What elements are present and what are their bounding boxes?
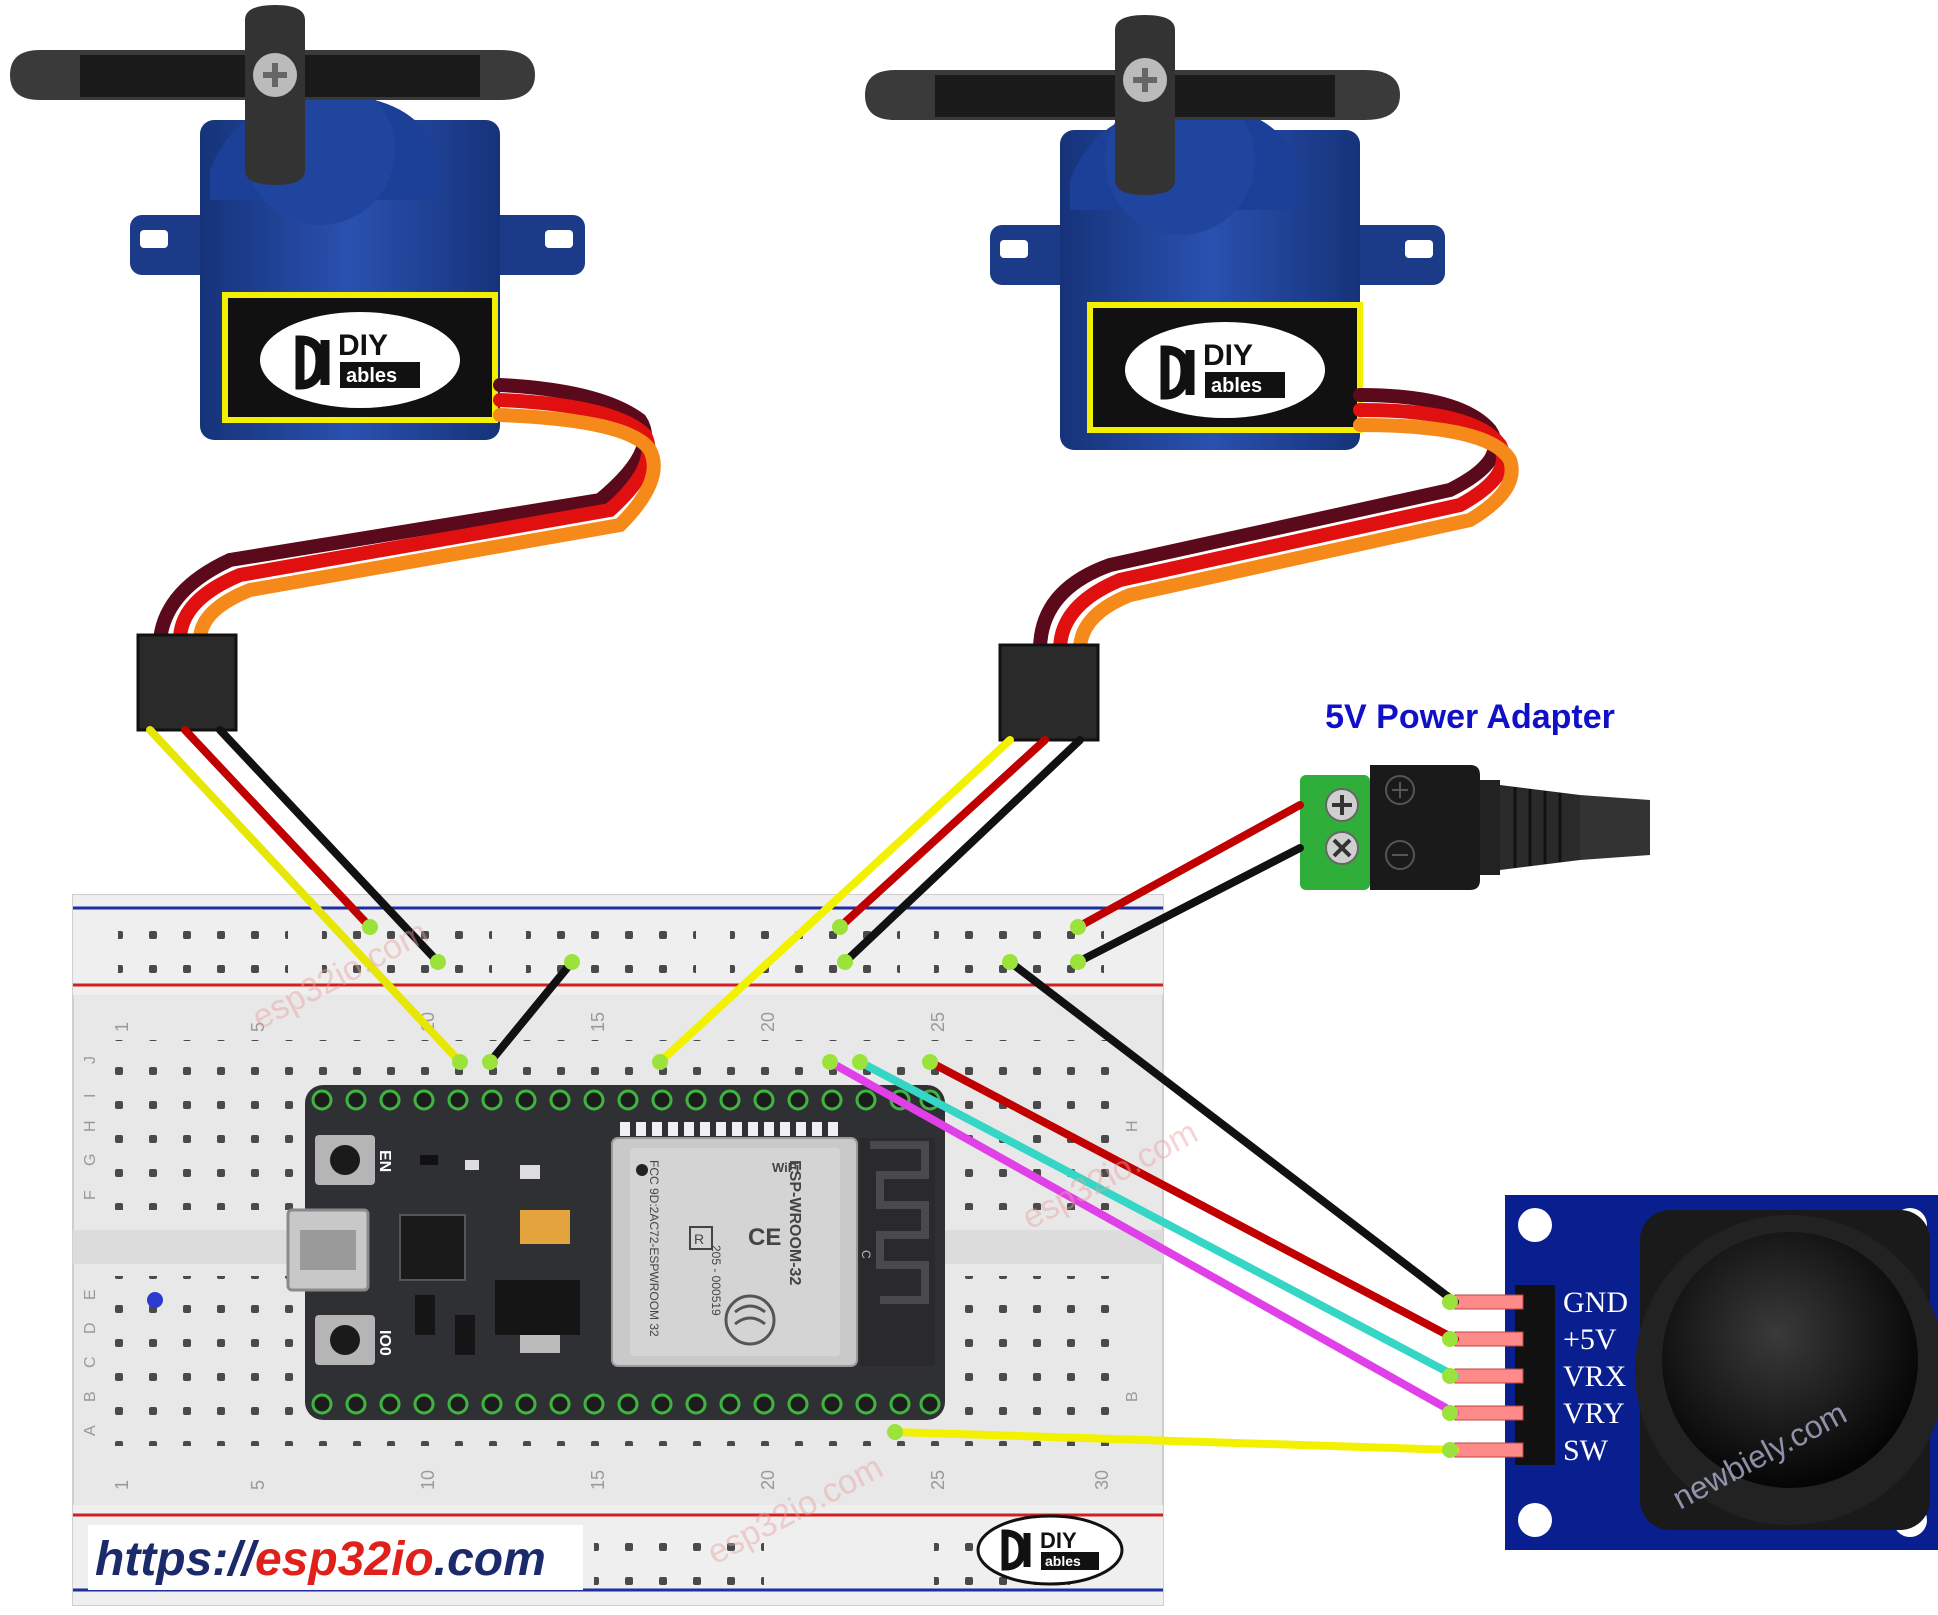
wire-adapter-negative bbox=[1074, 844, 1304, 966]
row-letter-j: J bbox=[82, 1056, 99, 1064]
tantalum-capacitor bbox=[520, 1210, 570, 1244]
servo-2-brand-bottom: ables bbox=[1211, 375, 1262, 397]
col-num-top-15: 15 bbox=[588, 1012, 608, 1032]
joystick-pin-labels: GND +5V VRX VRY SW bbox=[1563, 1286, 1628, 1467]
wire-joystick-5v bbox=[926, 1058, 1459, 1343]
row-letter-c: C bbox=[82, 1356, 99, 1368]
col-num-bottom-30: 30 bbox=[1092, 1470, 1112, 1490]
wire-joystick-sw bbox=[891, 1428, 1459, 1454]
wire-endpoints bbox=[362, 919, 1458, 1458]
connection-wires bbox=[146, 726, 1459, 1454]
url-text: https://esp32io.com bbox=[95, 1533, 546, 1586]
wire-servo2-ground bbox=[841, 736, 1084, 966]
row-letter-b-right: B bbox=[1124, 1391, 1141, 1402]
module-code: 205 - 000519 bbox=[709, 1245, 723, 1316]
module-id: FCC 9D:2AC72-ESPWROOM 32 bbox=[647, 1160, 661, 1337]
wire-ground-jumper bbox=[486, 958, 576, 1066]
wire-adapter-positive bbox=[1074, 801, 1304, 931]
col-num-top-1: 1 bbox=[112, 1022, 132, 1032]
row-letters: J I H G F E D C B A H B bbox=[82, 1056, 1141, 1436]
r-mark: R bbox=[694, 1231, 704, 1247]
ce-mark: CE bbox=[748, 1224, 781, 1251]
row-letter-i: I bbox=[82, 1094, 99, 1098]
servo-2-brand-top: DIY bbox=[1203, 339, 1253, 372]
esp32-board: EN IO0 ESP-WROOM-32 FCC 9D:2AC72-ESPWROO… bbox=[286, 1085, 945, 1420]
footer-url: https://esp32io.com bbox=[88, 1525, 583, 1590]
espressif-logo bbox=[724, 1294, 776, 1346]
servo-1-brand-top: DIY bbox=[338, 329, 388, 362]
pin-label-5v: +5V bbox=[1563, 1323, 1617, 1356]
servo-2-connector bbox=[998, 643, 1100, 742]
servo-2-red-wire bbox=[1053, 403, 1511, 657]
voltage-regulator bbox=[495, 1280, 580, 1335]
wire-joystick-vry bbox=[826, 1058, 1459, 1417]
wire-servo1-signal bbox=[146, 726, 464, 1066]
servo-cables bbox=[153, 378, 1519, 657]
pin-label-vry: VRY bbox=[1563, 1397, 1625, 1430]
wifi-logo: WiFi bbox=[772, 1160, 799, 1175]
row-letter-g: G bbox=[82, 1154, 99, 1166]
jack-body bbox=[1370, 765, 1480, 890]
servo-motor-2: DIY ables bbox=[865, 15, 1445, 450]
esp32-bottom-pins bbox=[311, 1393, 941, 1415]
power-adapter-title: 5V Power Adapter bbox=[1325, 698, 1615, 736]
col-num-bottom-5: 5 bbox=[248, 1480, 268, 1490]
pin-label-vrx: VRX bbox=[1563, 1360, 1627, 1393]
wire-servo2-power bbox=[836, 736, 1049, 931]
row-letter-b: B bbox=[82, 1391, 99, 1402]
url-prefix: https:// bbox=[95, 1533, 260, 1586]
wire-servo2-signal bbox=[656, 736, 1014, 1066]
footer-brand-bottom: ables bbox=[1045, 1553, 1081, 1569]
joystick-knob[interactable] bbox=[1662, 1232, 1918, 1488]
url-suffix: .com bbox=[434, 1533, 546, 1586]
servo-2-orange-wire bbox=[1073, 418, 1519, 657]
servo-2-brown-wire bbox=[1033, 388, 1502, 657]
col-num-top-5: 5 bbox=[248, 1022, 268, 1032]
col-num-top-25: 25 bbox=[928, 1012, 948, 1032]
servo-motor-1: DIY ables bbox=[10, 5, 585, 440]
row-letter-e: E bbox=[82, 1289, 99, 1300]
row-letter-h: H bbox=[82, 1120, 99, 1132]
col-num-bottom-1: 1 bbox=[112, 1480, 132, 1490]
en-label: EN bbox=[376, 1150, 393, 1172]
row-letter-d: D bbox=[82, 1322, 99, 1334]
usb-uart-chip bbox=[399, 1214, 466, 1281]
io0-label: IO0 bbox=[376, 1330, 393, 1356]
antenna-c-label: C bbox=[859, 1250, 873, 1259]
pin-label-sw: SW bbox=[1563, 1434, 1609, 1467]
row-letter-a: A bbox=[82, 1425, 99, 1436]
pin-label-gnd: GND bbox=[1563, 1286, 1628, 1319]
servo-1-connector bbox=[136, 633, 238, 732]
column-numbers: 1 5 10 15 20 25 1 5 10 15 20 25 30 bbox=[112, 1012, 1112, 1490]
wire-servo1-ground bbox=[216, 726, 442, 966]
row-letter-h-right: H bbox=[1124, 1120, 1141, 1132]
col-num-bottom-15: 15 bbox=[588, 1470, 608, 1490]
footer-brand-top: DIY bbox=[1040, 1528, 1077, 1553]
servo-1-orange-wire bbox=[193, 408, 661, 647]
wire-joystick-vrx bbox=[856, 1058, 1459, 1380]
servo-1-brand-bottom: ables bbox=[346, 365, 397, 387]
col-num-top-20: 20 bbox=[758, 1012, 778, 1032]
col-num-bottom-20: 20 bbox=[758, 1470, 778, 1490]
joystick-module: GND +5V VRX VRY SW bbox=[1454, 1195, 1938, 1550]
module-pads bbox=[620, 1122, 838, 1136]
col-num-bottom-10: 10 bbox=[418, 1470, 438, 1490]
module-name: ESP-WROOM-32 bbox=[786, 1160, 803, 1285]
wire-servo1-power bbox=[181, 726, 374, 931]
footer-diyables-logo: DIY ables bbox=[976, 1514, 1124, 1586]
row-letter-f: F bbox=[82, 1190, 99, 1200]
url-brand: esp32io bbox=[255, 1533, 434, 1586]
wire-joystick-gnd bbox=[1006, 958, 1459, 1306]
joystick-pins bbox=[1454, 1294, 1524, 1458]
col-num-bottom-25: 25 bbox=[928, 1470, 948, 1490]
power-adapter: 5V Power Adapter bbox=[1300, 698, 1650, 890]
